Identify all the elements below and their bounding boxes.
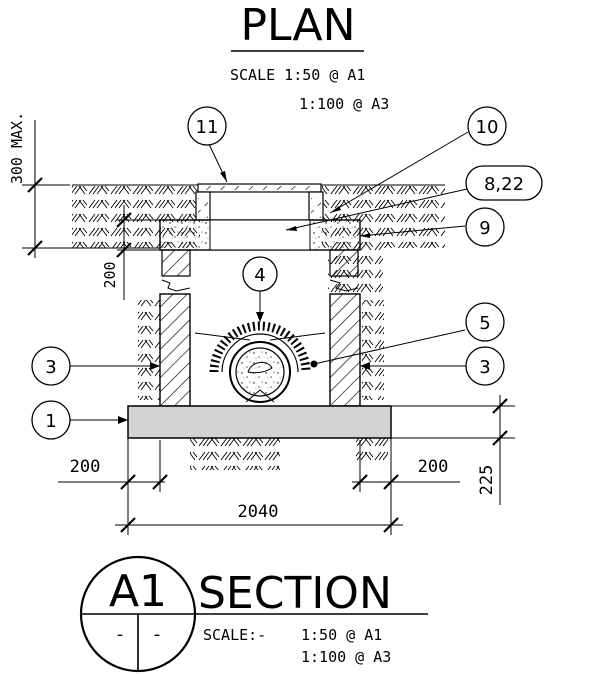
section-scale-line2: 1:100 @ A3	[301, 648, 391, 666]
svg-text:200: 200	[418, 457, 449, 477]
chamber-walls	[159, 249, 361, 407]
dimension-max-depth: 300 MAX.	[8, 112, 160, 258]
callout-3-right: 3	[465, 346, 505, 386]
dimension-base: 225	[391, 395, 515, 505]
section-sheet-left: -	[117, 624, 124, 645]
leader-lines	[70, 131, 469, 424]
dimension-riser: 200	[101, 205, 160, 300]
svg-text:200: 200	[101, 261, 119, 288]
svg-text:3: 3	[45, 357, 56, 378]
pipe-and-benching	[209, 321, 311, 403]
svg-text:8,22: 8,22	[484, 174, 524, 195]
cover-slab	[159, 219, 361, 251]
plan-scale-line1: SCALE 1:50 @ A1	[230, 66, 365, 84]
callout-11: 11	[187, 106, 227, 146]
svg-text:3: 3	[479, 357, 490, 378]
svg-text:300 MAX.: 300 MAX.	[8, 112, 26, 184]
section-scale-label: SCALE:-	[203, 626, 266, 644]
svg-text:200: 200	[70, 457, 101, 477]
svg-text:5: 5	[479, 313, 490, 334]
svg-text:1: 1	[45, 411, 56, 432]
callout-8-22: 8,22	[465, 165, 543, 201]
svg-text:4: 4	[254, 265, 265, 286]
callout-9: 9	[465, 207, 505, 247]
base-slab	[127, 405, 392, 439]
dimension-overall-width: 2040	[115, 492, 403, 535]
plan-title: PLAN	[240, 0, 355, 51]
section-sheet-right: -	[154, 624, 161, 645]
callout-1: 1	[31, 400, 71, 440]
section-scale-line1: 1:50 @ A1	[301, 626, 382, 644]
svg-text:9: 9	[479, 218, 490, 239]
svg-text:225: 225	[477, 465, 497, 496]
section-title-block: A1 - - SECTION SCALE:- 1:50 @ A1 1:100 @…	[79, 555, 428, 673]
callout-3-left: 3	[31, 346, 71, 386]
callout-4: 4	[242, 256, 278, 292]
svg-text:2040: 2040	[238, 502, 279, 522]
section-title: SECTION	[198, 568, 392, 619]
svg-text:11: 11	[196, 117, 219, 138]
manhole-cover-frame	[195, 183, 324, 221]
svg-text:10: 10	[476, 117, 499, 138]
section-ref: A1	[109, 566, 167, 617]
callout-10: 10	[467, 106, 507, 146]
dimension-wall-right: 200	[352, 438, 460, 492]
plan-scale-line2: 1:100 @ A3	[299, 95, 389, 113]
dimension-wall-left: 200	[58, 438, 168, 492]
callout-5: 5	[465, 302, 505, 342]
